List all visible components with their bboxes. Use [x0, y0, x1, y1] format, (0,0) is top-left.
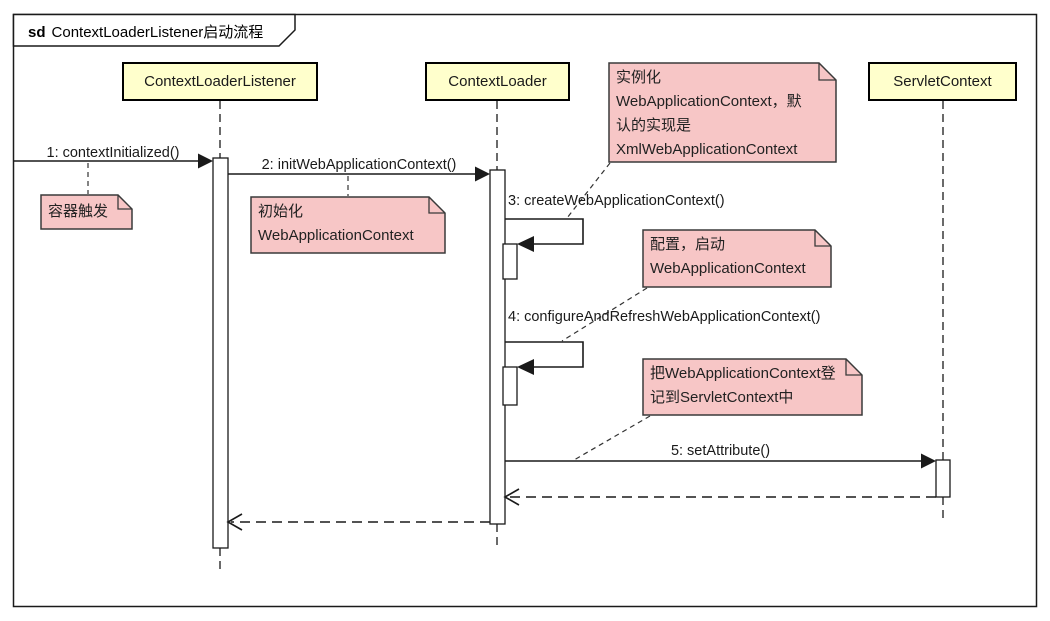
note-line: 配置，启动	[650, 236, 726, 253]
note-body	[608, 62, 837, 163]
note-line: 初始化	[258, 203, 304, 220]
note-line: 记到ServletContext中	[650, 389, 794, 406]
note-container-trigger: 容器触发	[40, 194, 133, 230]
note-fold-icon	[428, 197, 445, 214]
frame-title: sd ContextLoaderListener启动流程	[28, 21, 263, 42]
note-body	[642, 358, 863, 416]
note-shape-svg	[642, 229, 832, 288]
lifeline-head-contextloaderlistener: ContextLoaderListener	[122, 62, 318, 101]
note-text: 配置，启动 WebApplicationContext	[650, 233, 828, 281]
frame-keyword: sd	[28, 24, 46, 41]
message-3-selfcall-line	[505, 218, 584, 245]
lifeline-head-label: ServletContext	[893, 73, 992, 90]
note-line: 认的实现是	[616, 117, 692, 134]
note-body	[40, 194, 133, 230]
message-1-arrowhead-icon	[198, 153, 213, 169]
note-fold-icon	[814, 230, 831, 247]
note-fold-icon	[117, 195, 132, 210]
lifeline-head-contextloader: ContextLoader	[425, 62, 570, 101]
activation-configureandrefresh	[502, 366, 518, 406]
note-body	[250, 196, 446, 254]
note-configure: 配置，启动 WebApplicationContext	[642, 229, 832, 288]
activation-createwebapplicationcontext	[502, 243, 518, 280]
activation-contextloader	[489, 169, 506, 525]
message-2-arrowhead-icon	[475, 166, 490, 182]
note-body	[642, 229, 832, 288]
note-shape-svg	[40, 194, 133, 230]
return-servletcontext-arrowhead-icon	[503, 488, 520, 506]
frame-border	[12, 13, 1038, 608]
message-3-label: 3: createWebApplicationContext()	[508, 193, 725, 209]
note-line: 容器触发	[48, 203, 109, 220]
frame-title-text: ContextLoaderListener启动流程	[51, 24, 264, 41]
note-init: 初始化 WebApplicationContext	[250, 196, 446, 254]
note-shape-svg	[642, 358, 863, 416]
message-2-label: 2: initWebApplicationContext()	[261, 157, 457, 173]
lifeline-head-label: ContextLoader	[448, 73, 547, 90]
message-4-label: 4: configureAndRefreshWebApplicationCont…	[508, 309, 821, 325]
frame-label-pentagon	[12, 13, 296, 47]
note-line: WebApplicationContext，默	[616, 93, 802, 110]
activation-contextloaderlistener	[212, 157, 229, 549]
return-contextloader-arrowhead-icon	[226, 513, 243, 531]
message-3-arrowhead-icon	[517, 236, 534, 252]
note-text: 初始化 WebApplicationContext	[258, 200, 442, 248]
note-line: WebApplicationContext	[258, 227, 414, 244]
activation-servletcontext	[935, 459, 951, 498]
message-4-selfcall-line	[505, 341, 584, 368]
message-1-label: 1: contextInitialized()	[46, 145, 180, 161]
note-fold-icon	[818, 63, 836, 81]
note-text: 容器触发	[48, 200, 129, 224]
message-4-arrowhead-icon	[517, 359, 534, 375]
note-text: 实例化 WebApplicationContext，默 认的实现是 XmlWeb…	[616, 66, 833, 162]
message-5-arrowhead-icon	[921, 453, 936, 469]
note-line: 实例化	[616, 69, 662, 86]
note-text: 把WebApplicationContext登 记到ServletContext…	[650, 362, 859, 410]
note-shape-svg	[250, 196, 446, 254]
lifeline-head-servletcontext: ServletContext	[868, 62, 1017, 101]
note-line: XmlWebApplicationContext	[616, 141, 798, 158]
note-instantiate: 实例化 WebApplicationContext，默 认的实现是 XmlWeb…	[608, 62, 837, 163]
note-anchor-register	[573, 415, 651, 461]
note-line: WebApplicationContext	[650, 260, 806, 277]
lifeline-head-label: ContextLoaderListener	[144, 73, 296, 90]
note-anchor-instantiate	[566, 162, 611, 219]
note-fold-icon	[845, 359, 862, 376]
message-5-label: 5: setAttribute()	[670, 443, 771, 459]
note-register: 把WebApplicationContext登 记到ServletContext…	[642, 358, 863, 416]
note-line: 把WebApplicationContext登	[650, 365, 836, 382]
note-anchor-configure	[561, 287, 648, 342]
note-shape-svg	[608, 62, 837, 163]
